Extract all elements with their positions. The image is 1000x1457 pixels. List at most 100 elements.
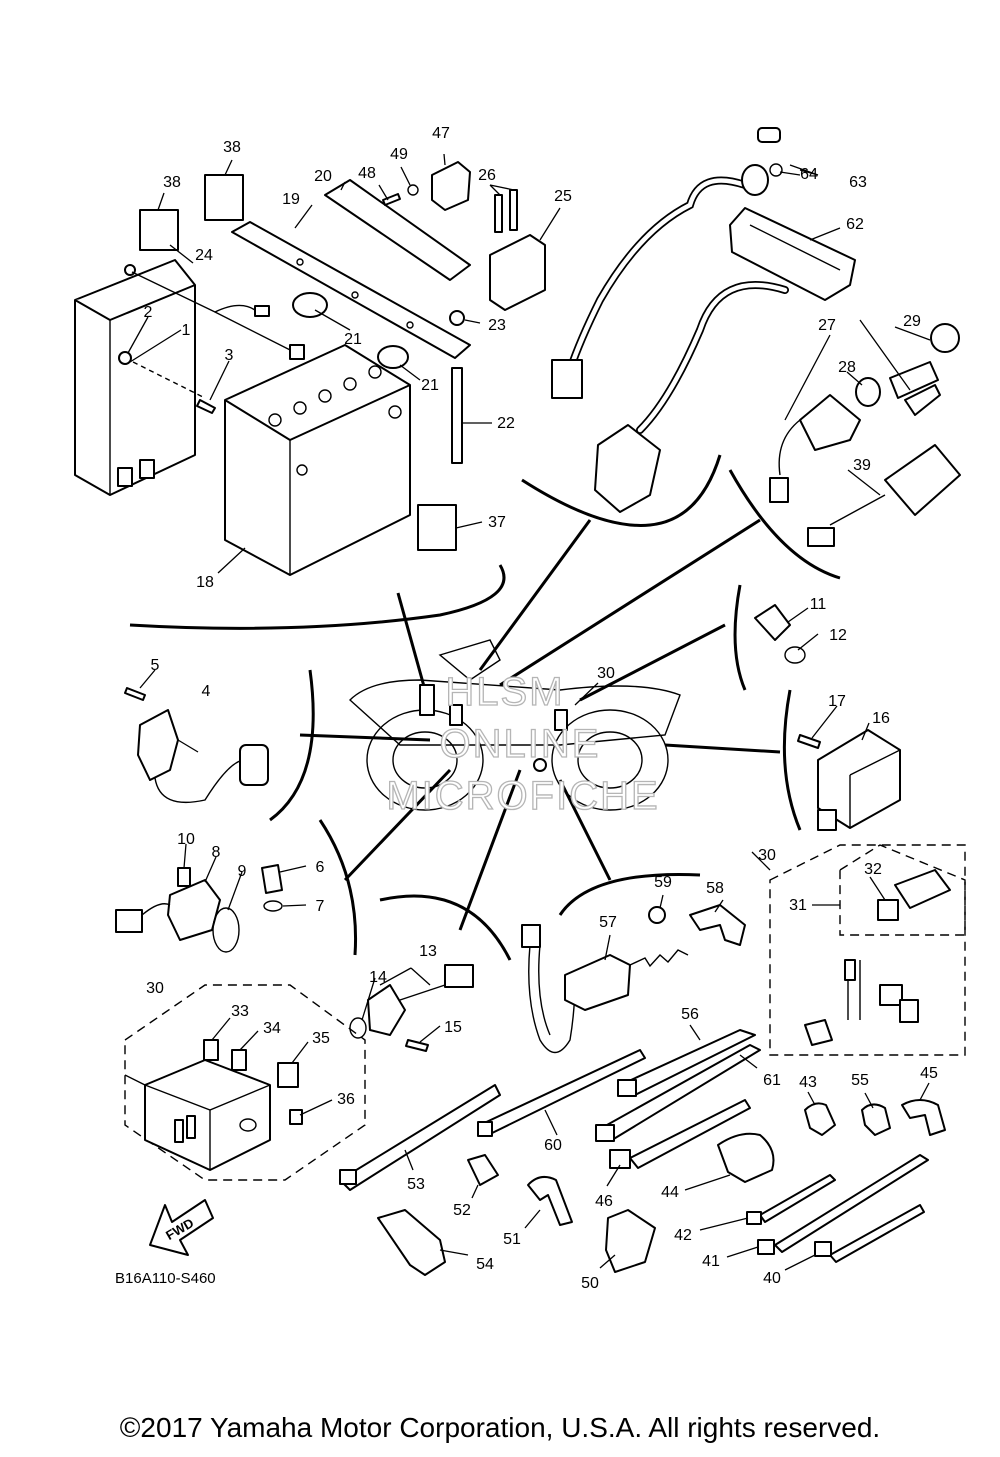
tps-sensor-8 [167,879,221,941]
cable-tie-46 [629,1099,751,1169]
clamp-51 [527,1175,573,1226]
callout-17: 17 [828,693,846,710]
callout-43: 43 [799,1074,817,1091]
callout-10: 10 [177,831,195,848]
sub-harness-inner-box [839,844,966,936]
fuse-holder-32 [877,869,951,921]
callout-37: 37 [488,514,506,531]
cable-tie-40 [829,1204,925,1263]
cable-tie-40-head [814,1241,832,1257]
battery-band [231,221,471,359]
callout-34: 34 [263,1020,281,1037]
callout-40: 40 [763,1270,781,1287]
callout-11: 11 [810,596,827,613]
screw-2 [118,351,132,365]
callout-41: 41 [702,1253,720,1270]
rectifier-regulator-16 [817,729,901,831]
relay-38a [139,209,179,251]
callout-8: 8 [212,844,221,861]
copyright-notice: ©2017 Yamaha Motor Corporation, U.S.A. A… [119,1412,881,1443]
fuse-36 [289,1109,303,1125]
screw-10 [177,867,191,887]
fuse-35 [277,1062,299,1088]
callout-26: 26 [478,167,496,184]
diagram-code: B16A110-S460 [115,1270,216,1287]
callout-20: 20 [314,168,332,185]
watermark-line-3: MICROFICHE [386,774,659,818]
switch-11 [754,604,791,641]
callout-1: 1 [182,322,191,339]
callout-31: 31 [789,897,807,914]
clamp-54 [377,1209,446,1276]
washer-7 [263,900,283,912]
callout-30c: 30 [146,980,164,997]
callout-53: 53 [407,1176,425,1193]
callout-14: 14 [369,969,387,986]
dc-jack-39 [807,444,961,547]
bolt-15 [405,1039,429,1052]
o-ring-9 [212,907,240,953]
callout-6: 6 [316,859,325,876]
speed-sensor-13 [367,964,474,1036]
cable-tie-42-head [746,1211,762,1225]
meter-assembly-62 [729,207,856,301]
callout-3: 3 [225,347,234,364]
callout-22: 22 [497,415,515,432]
callout-45: 45 [920,1065,938,1082]
callout-64: 64 [800,166,818,183]
callout-38b: 38 [223,139,241,156]
callout-15: 15 [444,1019,462,1036]
callout-21a: 21 [344,331,362,348]
fuse-box-lead [124,1074,146,1086]
bolt-26 [494,194,503,233]
callout-62: 62 [846,216,864,233]
cable-tie-56-head [617,1079,637,1097]
ignition-coil-4 [137,709,269,804]
callout-51: 51 [503,1231,521,1248]
callout-5: 5 [151,657,160,674]
watermark: HLSM ONLINE MICROFICHE [386,669,659,818]
callout-30b: 30 [758,847,776,864]
spring-57 [629,949,689,968]
callout-59: 59 [654,874,672,891]
clamp-44 [717,1132,775,1183]
callout-33: 33 [231,1003,249,1020]
damper-21b [377,345,409,369]
nut-23 [449,310,465,326]
watermark-line-1: HLSM [445,670,564,714]
callout-54: 54 [476,1256,494,1273]
callout-38a: 38 [163,174,181,191]
group-dividers [129,454,841,961]
callout-18: 18 [196,574,214,591]
callout-12: 12 [829,627,847,644]
sub-wire-harness-31 [804,959,919,1046]
callout-56: 56 [681,1006,699,1023]
cable-tie-53 [339,1084,501,1191]
callout-7: 7 [316,898,325,915]
cover-20 [324,179,471,281]
callout-48: 48 [358,165,376,182]
clamp-45 [901,1099,946,1136]
watermark-line-2: ONLINE [440,722,601,766]
callout-27: 27 [818,317,836,334]
callout-50: 50 [581,1275,599,1292]
callout-13: 13 [419,943,437,960]
clamp-55 [861,1103,891,1136]
callout-47: 47 [432,125,450,142]
callout-35: 35 [312,1030,330,1047]
negative-cable [124,264,305,360]
bolt-17 [797,734,821,749]
fuse-34 [231,1049,247,1071]
callout-52: 52 [453,1202,471,1219]
gasket-12 [784,646,806,664]
callout-42: 42 [674,1227,692,1244]
callout-60: 60 [544,1137,562,1154]
bolt-5 [124,687,146,701]
sender-6 [261,864,283,894]
screw-3 [196,399,216,414]
bolt-48 [382,193,401,206]
bracket-58 [689,904,746,946]
bulb-64 [769,163,783,177]
tps-wire [141,903,171,916]
callout-2: 2 [144,304,153,321]
